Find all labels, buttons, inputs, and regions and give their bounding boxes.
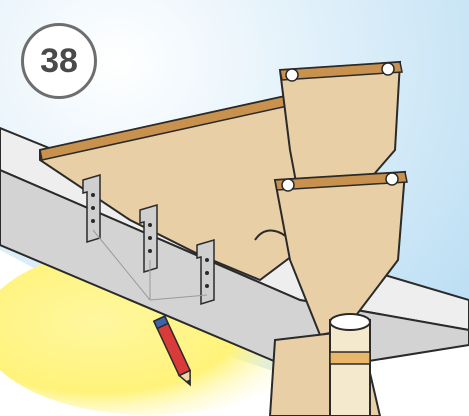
bolt-icon [386, 173, 398, 185]
bolt-icon [282, 179, 294, 191]
step-number: 38 [40, 42, 78, 81]
bolt-icon [286, 69, 298, 81]
central-post [330, 320, 370, 416]
post-top [330, 314, 370, 330]
step-number-badge: 38 [21, 23, 97, 99]
post-ring [330, 352, 370, 364]
bolt-icon [382, 63, 394, 75]
